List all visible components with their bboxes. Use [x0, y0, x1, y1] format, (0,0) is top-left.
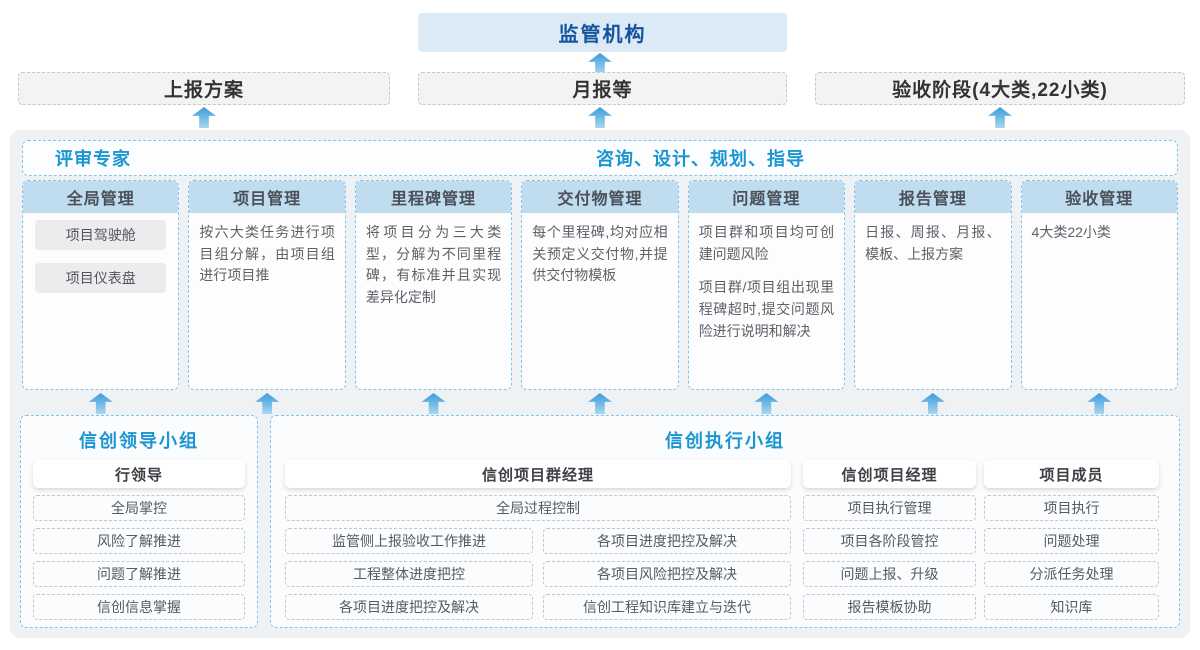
column-body: 4大类22小类: [1022, 213, 1177, 262]
column-paragraph: 每个里程碑,均对应相关预定义交付物,并提供交付物模板: [532, 224, 668, 284]
column-body: 每个里程碑,均对应相关预定义交付物,并提供交付物模板: [522, 213, 677, 305]
leader-group-box: 信创领导小组 行领导 全局掌控 风险了解推进 问题了解推进 信创信息掌握: [20, 415, 258, 628]
column-title: 交付物管理: [522, 181, 678, 213]
column-paragraph: 将项目分为三大类型，分解为不同里程碑，有标准并且实现差异化定制: [365, 224, 502, 306]
leader-group-title: 信创领导小组: [79, 431, 199, 451]
output-label: 验收阶段(4大类,22小类): [892, 80, 1108, 101]
column-title: 项目管理: [189, 181, 345, 213]
leader-item: 风险了解推进: [33, 528, 245, 554]
column-body: 项目群和项目均可创建问题风险 项目群/项目组出现里程碑超时,提交问题风险进行说明…: [689, 213, 844, 360]
review-experts-label: 评审专家: [55, 149, 131, 169]
pm-item: 各项目进度把控及解决: [543, 528, 791, 554]
exec-grid: 信创项目群经理 全局过程控制 监管侧上报验收工作推进 工程整体进度把控 各项目进…: [285, 460, 1165, 620]
column-paragraph: 4大类22小类: [1031, 224, 1111, 240]
column-title: 验收管理: [1021, 181, 1177, 213]
column-deliverable-management: 交付物管理 每个里程碑,均对应相关预定义交付物,并提供交付物模板: [521, 180, 679, 390]
pill-project-dashboard: 项目仪表盘: [35, 263, 167, 293]
output-box-monthly-report: 月报等: [418, 72, 787, 105]
up-arrow-icon: [920, 393, 945, 414]
output-box-acceptance-stage: 验收阶段(4大类,22小类): [815, 72, 1185, 105]
pm-item: 各项目进度把控及解决: [285, 594, 533, 620]
member-item: 分派任务处理: [984, 561, 1159, 587]
pm-item: 工程整体进度把控: [285, 561, 533, 587]
role-pill-member: 项目成员: [984, 460, 1159, 488]
column-paragraph: 项目群和项目均可创建问题风险: [698, 224, 835, 262]
pm-left-column: 监管侧上报验收工作推进 工程整体进度把控 各项目进度把控及解决: [285, 521, 533, 620]
output-label: 月报等: [572, 80, 633, 101]
up-arrow-icon: [88, 393, 113, 414]
project-manager-item: 问题上报、升级: [803, 561, 976, 587]
member-item: 问题处理: [984, 528, 1159, 554]
exec-group-box: 信创执行小组 信创项目群经理 全局过程控制 监管侧上报验收工作推进 工程整体进度…: [270, 415, 1180, 628]
pm-item: 监管侧上报验收工作推进: [285, 528, 533, 554]
output-label: 上报方案: [163, 80, 244, 101]
member-item: 知识库: [984, 594, 1159, 620]
column-title: 里程碑管理: [355, 181, 512, 213]
leader-item: 全局掌控: [33, 495, 245, 521]
up-arrow-icon: [754, 393, 779, 414]
column-paragraph: 日报、周报、月报、模板、上报方案: [865, 224, 1001, 262]
column-acceptance-management: 验收管理 4大类22小类: [1020, 180, 1178, 390]
up-arrow-icon: [192, 107, 216, 128]
pm-item: 信创工程知识库建立与迭代: [543, 594, 791, 620]
pm-two-columns: 监管侧上报验收工作推进 工程整体进度把控 各项目进度把控及解决 各项目进度把控及…: [285, 521, 791, 620]
management-columns: 全局管理 项目驾驶舱 项目仪表盘 项目管理 按六大类任务进行项目组分解，由项目组…: [22, 180, 1178, 390]
up-arrow-icon: [1087, 393, 1112, 414]
column-body: 按六大类任务进行项目组分解，由项目组进行项目推: [189, 213, 344, 305]
column-project-management: 项目管理 按六大类任务进行项目组分解，由项目组进行项目推: [188, 180, 346, 390]
up-arrow-icon: [588, 107, 612, 128]
column-paragraph: 项目群/项目组出现里程碑超时,提交问题风险进行说明和解决: [698, 279, 835, 339]
column-issue-management: 问题管理 项目群和项目均可创建问题风险 项目群/项目组出现里程碑超时,提交问题风…: [687, 180, 846, 390]
up-arrow-icon: [255, 393, 280, 414]
leader-item: 问题了解推进: [33, 561, 245, 587]
column-title: 全局管理: [23, 181, 179, 213]
regulator-box: 监管机构: [418, 13, 787, 52]
up-arrow-icon: [988, 107, 1012, 128]
role-pill-project-manager: 信创项目经理: [803, 460, 976, 488]
project-manager-item: 报告模板协助: [803, 594, 976, 620]
output-box-report-plan: 上报方案: [18, 72, 390, 105]
column-global-management: 全局管理 项目驾驶舱 项目仪表盘: [22, 180, 180, 390]
pm-span-item: 全局过程控制: [285, 495, 791, 521]
regulator-label: 监管机构: [558, 24, 647, 46]
column-report-management: 报告管理 日报、周报、月报、模板、上报方案: [854, 180, 1012, 390]
up-arrow-icon: [588, 53, 612, 74]
consulting-design-label: 咨询、设计、规划、指导: [596, 149, 805, 169]
leader-item: 信创信息掌握: [33, 594, 245, 620]
panel-header: 评审专家 咨询、设计、规划、指导: [22, 140, 1178, 176]
column-milestone-management: 里程碑管理 将项目分为三大类型，分解为不同里程碑，有标准并且实现差异化定制: [354, 180, 513, 390]
column-body: 将项目分为三大类型，分解为不同里程碑，有标准并且实现差异化定制: [356, 213, 511, 327]
pm-right-column: 各项目进度把控及解决 各项目风险把控及解决 信创工程知识库建立与迭代: [543, 521, 791, 620]
exec-group-title: 信创执行小组: [665, 431, 785, 451]
member-item: 项目执行: [984, 495, 1159, 521]
column-paragraph: 按六大类任务进行项目组分解，由项目组进行项目推: [199, 224, 335, 284]
program-manager-section: 信创项目群经理 全局过程控制 监管侧上报验收工作推进 工程整体进度把控 各项目进…: [285, 460, 791, 620]
arrow-row: [22, 393, 1178, 415]
column-title: 问题管理: [688, 181, 845, 213]
project-manager-item: 项目执行管理: [803, 495, 976, 521]
main-panel: 评审专家 咨询、设计、规划、指导 全局管理 项目驾驶舱 项目仪表盘 项目管理 按…: [10, 130, 1190, 638]
project-manager-item: 项目各阶段管控: [803, 528, 976, 554]
member-section: 项目成员 项目执行 问题处理 分派任务处理 知识库: [984, 460, 1159, 620]
pill-project-cockpit: 项目驾驶舱: [35, 220, 167, 250]
pm-item: 各项目风险把控及解决: [543, 561, 791, 587]
up-arrow-icon: [421, 393, 446, 414]
up-arrow-icon: [587, 393, 612, 414]
column-title: 报告管理: [855, 181, 1011, 213]
project-manager-section: 信创项目经理 项目执行管理 项目各阶段管控 问题上报、升级 报告模板协助: [803, 460, 976, 620]
role-pill-bank-leader: 行领导: [33, 460, 245, 488]
column-body: 日报、周报、月报、模板、上报方案: [855, 213, 1010, 283]
role-pill-program-manager: 信创项目群经理: [285, 460, 791, 488]
